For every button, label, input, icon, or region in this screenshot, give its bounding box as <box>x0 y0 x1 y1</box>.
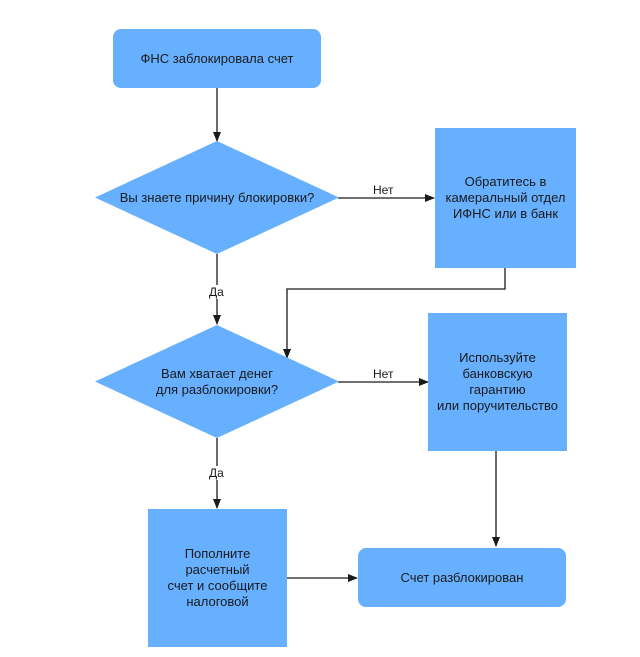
decision-enough-money-label: Вам хватает денег для разблокировки? <box>155 365 279 397</box>
edge-label-money-yes: Да <box>207 466 226 480</box>
edge-contact-to-money <box>283 268 506 359</box>
node-use-guarantee-label: Используйте банковскую гарантию или пору… <box>436 350 559 413</box>
edge-label-reason-no: Нет <box>371 183 396 197</box>
decision-know-reason-shape <box>95 141 339 254</box>
edge-label-money-no: Нет <box>371 367 396 381</box>
decision-enough-money-shape <box>95 325 339 438</box>
node-start-label: ФНС заблокировала счет <box>140 50 294 66</box>
node-top-up-account-label: Пополните расчетный счет и сообщите нало… <box>167 546 268 609</box>
node-account-unlocked: Счет разблокирован <box>358 548 566 607</box>
node-contact-office-label: Обратитесь в камеральный отдел ИФНС или … <box>445 174 566 221</box>
node-account-unlocked-label: Счет разблокирован <box>400 569 524 585</box>
decision-know-reason: Вы знаете причину блокировки? <box>95 141 339 254</box>
node-start: ФНС заблокировала счет <box>113 29 321 88</box>
decision-know-reason-label: Вы знаете причину блокировки? <box>119 189 315 205</box>
node-use-guarantee: Используйте банковскую гарантию или пору… <box>428 313 567 451</box>
decision-enough-money: Вам хватает денег для разблокировки? <box>95 325 339 438</box>
node-top-up-account: Пополните расчетный счет и сообщите нало… <box>148 509 287 647</box>
edge-label-reason-yes: Да <box>207 285 226 299</box>
node-contact-office: Обратитесь в камеральный отдел ИФНС или … <box>435 128 576 268</box>
